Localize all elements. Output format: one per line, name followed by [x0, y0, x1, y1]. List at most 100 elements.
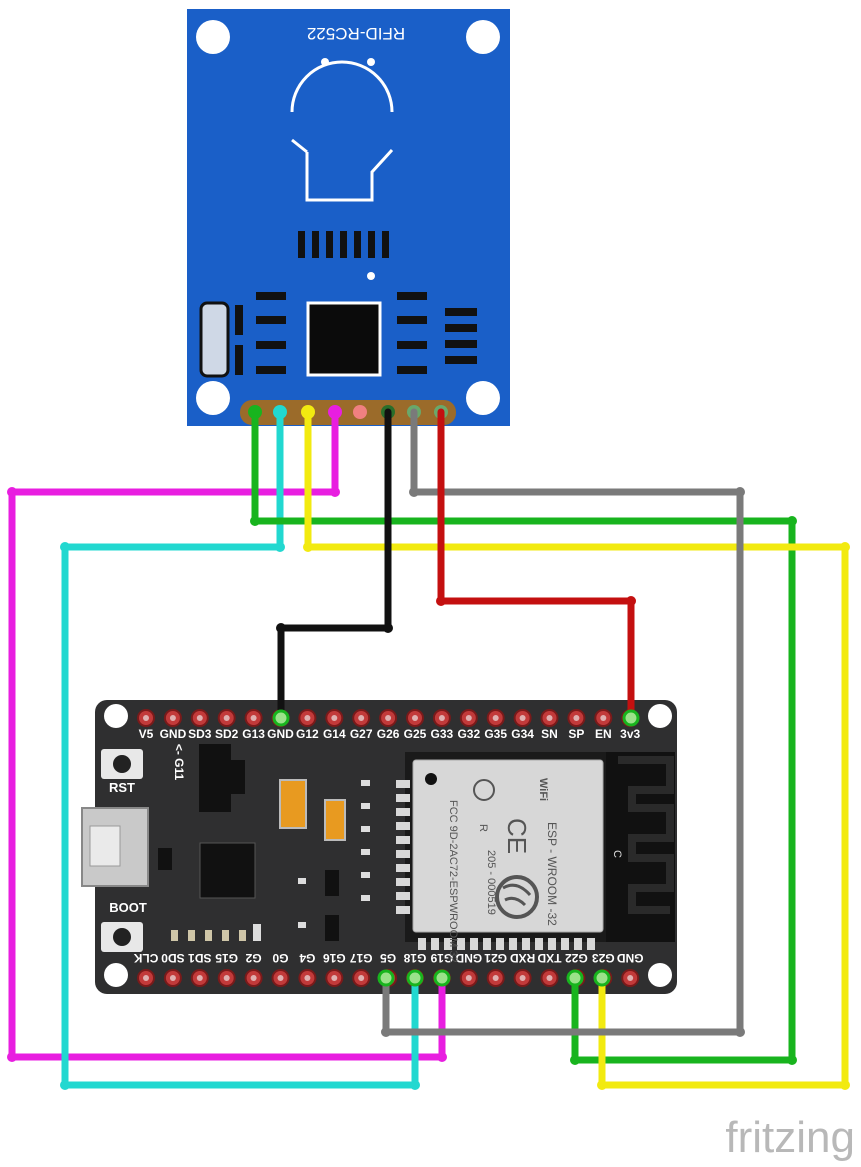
wroom-shield-can: [412, 759, 604, 933]
transistor: [325, 915, 339, 941]
rfid-header: [240, 400, 456, 425]
pin-hole: [546, 975, 553, 981]
top-pin-label: GND: [267, 727, 294, 741]
bottom-pin-label: G19: [430, 951, 453, 965]
bottom-pin-label: G0: [272, 951, 288, 965]
wroom-castellations: [396, 780, 410, 914]
wire-magenta: [8, 408, 446, 1061]
module-fcc: FCC 9D-2AC72-ESPWROOM 32: [447, 800, 459, 963]
pin-hole: [412, 715, 418, 721]
esp32-mount-hole: [104, 963, 128, 987]
wroom-bottom-pads: [418, 938, 595, 950]
top-pin-label: G12: [296, 727, 319, 741]
pin-hole: [143, 715, 149, 721]
rfid-module: RFID-RC522: [187, 9, 510, 426]
pin-hole: [546, 715, 553, 721]
smd-resistors: [171, 924, 261, 941]
pin-hole: [519, 975, 526, 981]
espressif-logo-icon: [495, 875, 539, 919]
top-pin-label: G25: [404, 727, 427, 741]
pin-hole: [385, 715, 392, 721]
voltage-regulator: [199, 744, 231, 812]
top-pin-label: GND: [160, 727, 187, 741]
pin-hole: [304, 715, 311, 721]
bottom-pin-label: G22: [565, 951, 588, 965]
espressif-logo-swirl: [502, 883, 532, 907]
wroom-pad: [574, 938, 582, 950]
rst-label: RST: [109, 780, 135, 795]
wroom-pad: [548, 938, 556, 950]
wroom-pad: [483, 938, 491, 950]
wire-black: [277, 408, 392, 722]
antenna-trace: [618, 756, 674, 914]
wroom-pad: [509, 938, 517, 950]
wroom-pad: [587, 938, 595, 950]
top-pin-label: G35: [484, 727, 507, 741]
wroom-pad: [561, 938, 569, 950]
bottom-pin-label: G5: [380, 951, 396, 965]
rfid-mount-hole: [466, 20, 500, 54]
wroom-pad: [457, 938, 465, 950]
pin-hole: [169, 715, 176, 721]
rfid-crystal: [199, 301, 230, 378]
bottom-pin-label: SD0: [161, 951, 185, 965]
g11-label: <- G11: [172, 744, 186, 781]
rfid-dot: [321, 58, 329, 66]
top-pin-label: SD3: [188, 727, 212, 741]
boot-button-cap[interactable]: [113, 928, 131, 946]
connected-pins: [272, 709, 640, 987]
rfid-mount-hole: [196, 20, 230, 54]
rfid-dot: [367, 58, 375, 66]
usb-connector-inner: [89, 825, 121, 867]
pin-hole: [600, 715, 607, 721]
pin-hole: [519, 715, 526, 721]
rfid-antenna-icon: [290, 60, 394, 113]
bottom-pin-label: G16: [323, 951, 346, 965]
wroom-pad: [470, 938, 478, 950]
rfid-antenna-trace: [305, 148, 394, 202]
pin-hole: [196, 715, 203, 721]
fcc-logo-icon: [473, 779, 495, 801]
wire-green: [251, 408, 796, 1064]
wires: [8, 408, 849, 1089]
top-pin-label: G27: [350, 727, 373, 741]
transistor: [325, 870, 339, 896]
pin-hole: [573, 715, 580, 721]
smd-pads: [298, 780, 370, 928]
bottom-pin-label: CLK: [133, 951, 158, 965]
wroom-pad: [444, 938, 452, 950]
usb-uart-chip: [199, 842, 256, 899]
wire-joints: [7, 487, 850, 1090]
pin-hole: [331, 715, 338, 721]
esp32-mount-hole: [648, 704, 672, 728]
wroom-labels: ESP - WROOM -32 FCC 9D-2AC72-ESPWROOM 32…: [447, 778, 559, 963]
pin-hole: [143, 975, 149, 981]
regulator-tab: [231, 760, 245, 794]
pin-hole: [196, 975, 203, 981]
pin-hole: [627, 975, 634, 981]
rfid-antenna-trace: [291, 138, 308, 154]
pin-hole: [465, 975, 472, 981]
diode: [158, 848, 172, 870]
pin-hole: [465, 715, 472, 721]
top-pin-label: G26: [377, 727, 400, 741]
pin-hole: [223, 715, 230, 721]
top-pin-label: SD2: [215, 727, 239, 741]
wifi-logo-text: WiFi: [537, 778, 549, 801]
rst-button-cap[interactable]: [113, 755, 131, 773]
bottom-pin-label: G23: [592, 951, 615, 965]
top-pin-label: V5: [139, 727, 154, 741]
bottom-pin-label: GND: [455, 951, 482, 965]
bottom-pin-label: G4: [299, 951, 315, 965]
bottom-pin-label: G21: [484, 951, 507, 965]
module-id: 205 - 000519: [485, 850, 497, 915]
pin-hole: [277, 975, 284, 981]
wroom-pad: [431, 938, 439, 950]
boot-label: BOOT: [109, 900, 147, 915]
pin-hole: [250, 715, 257, 721]
top-pin-label: G13: [242, 727, 265, 741]
pin-hole: [358, 715, 365, 721]
bottom-pin-label: G18: [403, 951, 426, 965]
fritzing-logo: fritzing: [725, 1113, 855, 1162]
